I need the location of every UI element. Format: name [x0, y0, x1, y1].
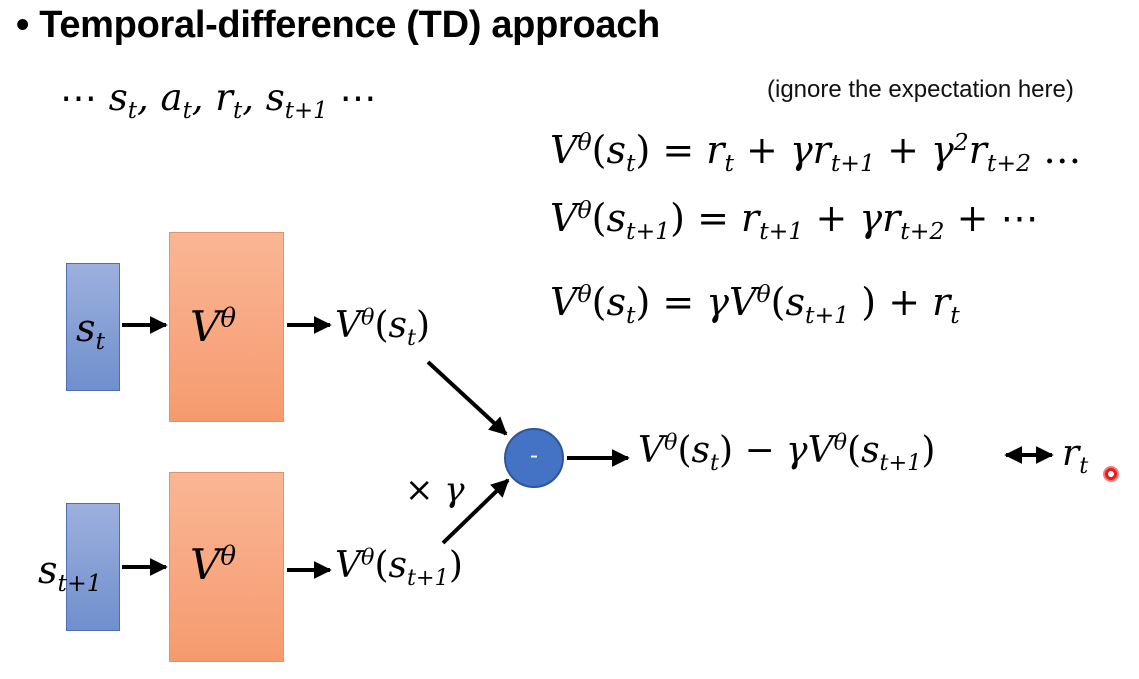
slide-title: • Temporal-difference (TD) approach	[16, 4, 660, 46]
value-network-box-1	[169, 232, 284, 422]
output-v-st: Vθ(st)	[335, 304, 430, 351]
state-box-st1	[66, 503, 120, 631]
reward-rt: rt	[1062, 433, 1089, 479]
output-v-st1: Vθ(st+1)	[335, 544, 463, 591]
td-difference-expression: Vθ(st) − γVθ(st+1)	[638, 429, 936, 476]
laser-pointer-dot	[1103, 466, 1119, 482]
value-network-label-2: Vθ	[190, 540, 237, 589]
arrow-out1-to-minus	[426, 360, 508, 436]
state-box-st	[66, 263, 120, 391]
equation-3: Vθ(st) = γVθ(st+1 ) + rt	[550, 280, 960, 330]
note-text: (ignore the expectation here)	[767, 76, 1074, 103]
gamma-multiplier: × γ	[405, 470, 465, 510]
value-network-box-2	[169, 472, 284, 662]
state-label-st: st	[76, 306, 105, 356]
sequence-formula: ⋯ st, at, rt, st+1 ⋯	[60, 76, 377, 125]
equation-2: Vθ(st+1) = rt+1 + γrt+2 + ⋯	[550, 196, 1039, 246]
state-label-st1: st+1	[38, 548, 102, 598]
arrow-out2-to-minus	[441, 478, 510, 545]
equation-1: Vθ(st) = rt + γrt+1 + γ2rt+2 …	[550, 128, 1082, 178]
value-network-label-1: Vθ	[190, 302, 237, 351]
minus-node: -	[504, 428, 564, 488]
